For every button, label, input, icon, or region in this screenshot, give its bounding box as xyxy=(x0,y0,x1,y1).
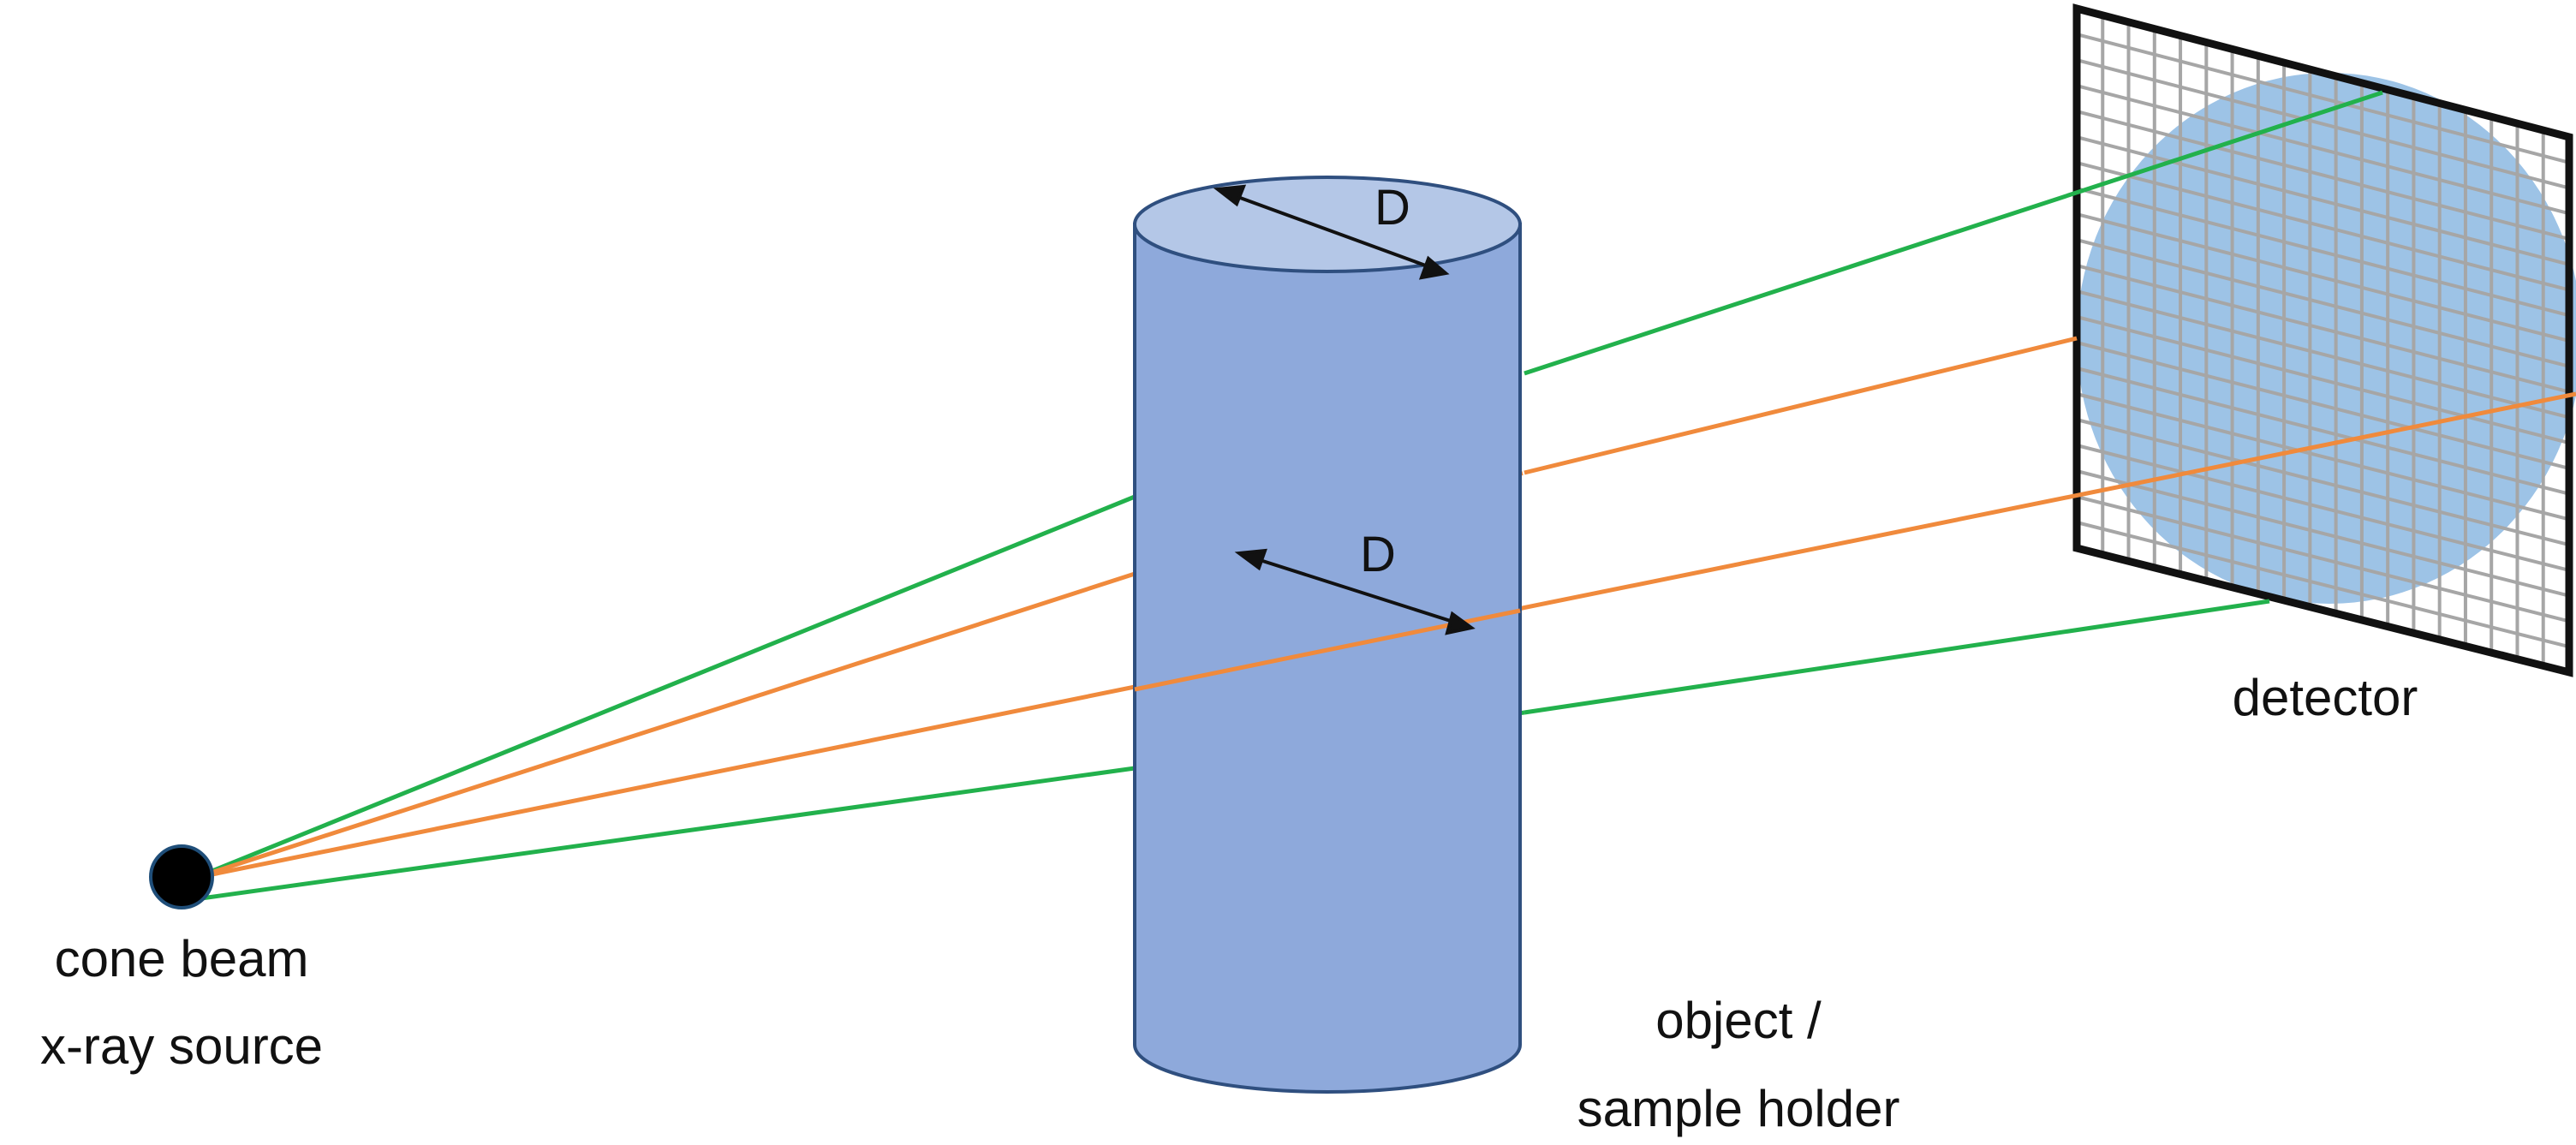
detector-grid-row xyxy=(2077,264,2569,394)
detector-grid-row xyxy=(2077,418,2569,547)
detector-grid-row xyxy=(2077,315,2569,445)
detector-grid-row xyxy=(2077,289,2569,420)
detector-grid-row xyxy=(2077,238,2569,368)
source-label-line2: x-ray source xyxy=(40,1017,323,1075)
detector-grid-row xyxy=(2077,521,2569,649)
cylinder-body xyxy=(1133,223,1522,1094)
object-label-line2: sample holder xyxy=(1577,1080,1900,1137)
object-label-line1: object / xyxy=(1655,992,1822,1049)
detector-grid-row xyxy=(2077,444,2569,572)
detector-pixel-grid xyxy=(2077,15,2569,666)
detector-grid-row xyxy=(2077,135,2569,266)
detector-label: detector xyxy=(2233,669,2418,726)
diameter-label-top: D xyxy=(1374,180,1410,236)
diameter-label-inner: D xyxy=(1360,527,1396,582)
detector-projection-disc xyxy=(2077,73,2576,604)
detector-grid-row xyxy=(2077,367,2569,496)
detector-grid-row xyxy=(2077,212,2569,343)
cylinder-top xyxy=(1133,176,1522,273)
detector-grid-row xyxy=(2077,110,2569,241)
detector-grid-row xyxy=(2077,161,2569,292)
detector-grid-row xyxy=(2077,341,2569,470)
diameter-arrow-inner xyxy=(1234,548,1476,635)
detector xyxy=(2072,3,2576,677)
detector-grid-row xyxy=(2077,469,2569,598)
detector-grid-row xyxy=(2077,84,2569,216)
diameter-arrow-top xyxy=(1213,184,1450,280)
source-label-line1: cone beam xyxy=(55,930,309,987)
object-cylinder xyxy=(1133,176,1522,1094)
detector-frame xyxy=(2072,3,2573,677)
detector-grid-row xyxy=(2077,33,2569,164)
detector-grid-row xyxy=(2077,187,2569,318)
detector-grid-row xyxy=(2077,58,2569,190)
detector-grid-row xyxy=(2077,495,2569,623)
xray-source xyxy=(149,844,214,909)
detector-grid-row xyxy=(2077,392,2569,522)
